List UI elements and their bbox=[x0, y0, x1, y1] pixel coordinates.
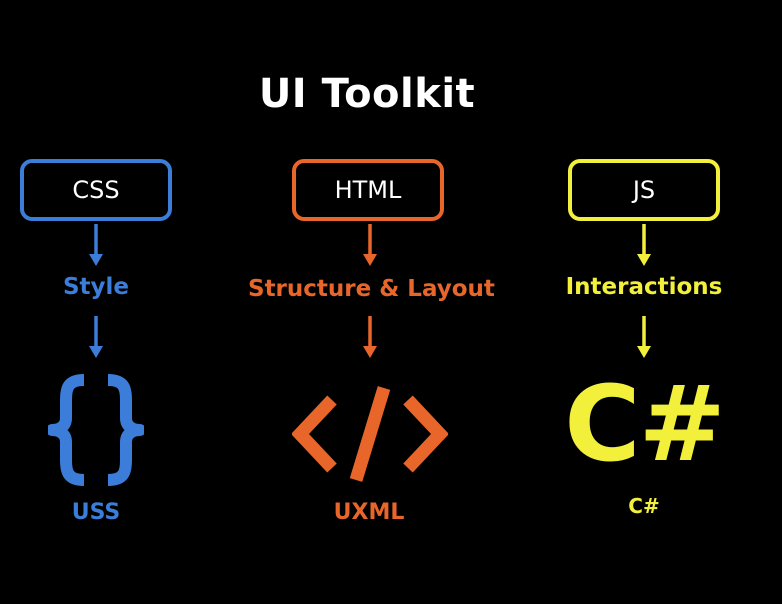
js-box-label: JS bbox=[632, 176, 656, 204]
curly-braces-icon bbox=[48, 374, 144, 486]
html-arrow-down-icon-2 bbox=[363, 316, 377, 358]
css-role-label: Style bbox=[62, 274, 130, 300]
css-arrow-down-icon bbox=[89, 224, 103, 266]
code-tag-icon bbox=[292, 386, 448, 482]
js-arrow-down-icon bbox=[637, 224, 651, 266]
css-unity-label: USS bbox=[71, 500, 121, 525]
html-box-label: HTML bbox=[334, 176, 402, 204]
css-box: CSS bbox=[20, 159, 172, 221]
js-column: JS Interactions C# C# bbox=[544, 0, 744, 604]
js-arrow-down-icon-2 bbox=[637, 316, 651, 358]
js-role-label: Interactions bbox=[565, 274, 723, 300]
html-role-label: Structure & Layout bbox=[248, 276, 495, 302]
html-unity-label: UXML bbox=[333, 500, 405, 525]
js-unity-label: C# bbox=[628, 494, 660, 518]
html-column: HTML Structure & Layout UXML bbox=[248, 0, 495, 604]
html-arrow-down-icon bbox=[363, 224, 377, 266]
js-box: JS bbox=[568, 159, 720, 221]
css-column: CSS Style USS bbox=[0, 0, 192, 604]
css-arrow-down-icon-2 bbox=[89, 316, 103, 358]
css-box-label: CSS bbox=[72, 176, 120, 204]
diagram-title: UI Toolkit bbox=[258, 71, 476, 117]
c-sharp-icon: C# bbox=[564, 363, 725, 485]
html-box: HTML bbox=[292, 159, 444, 221]
